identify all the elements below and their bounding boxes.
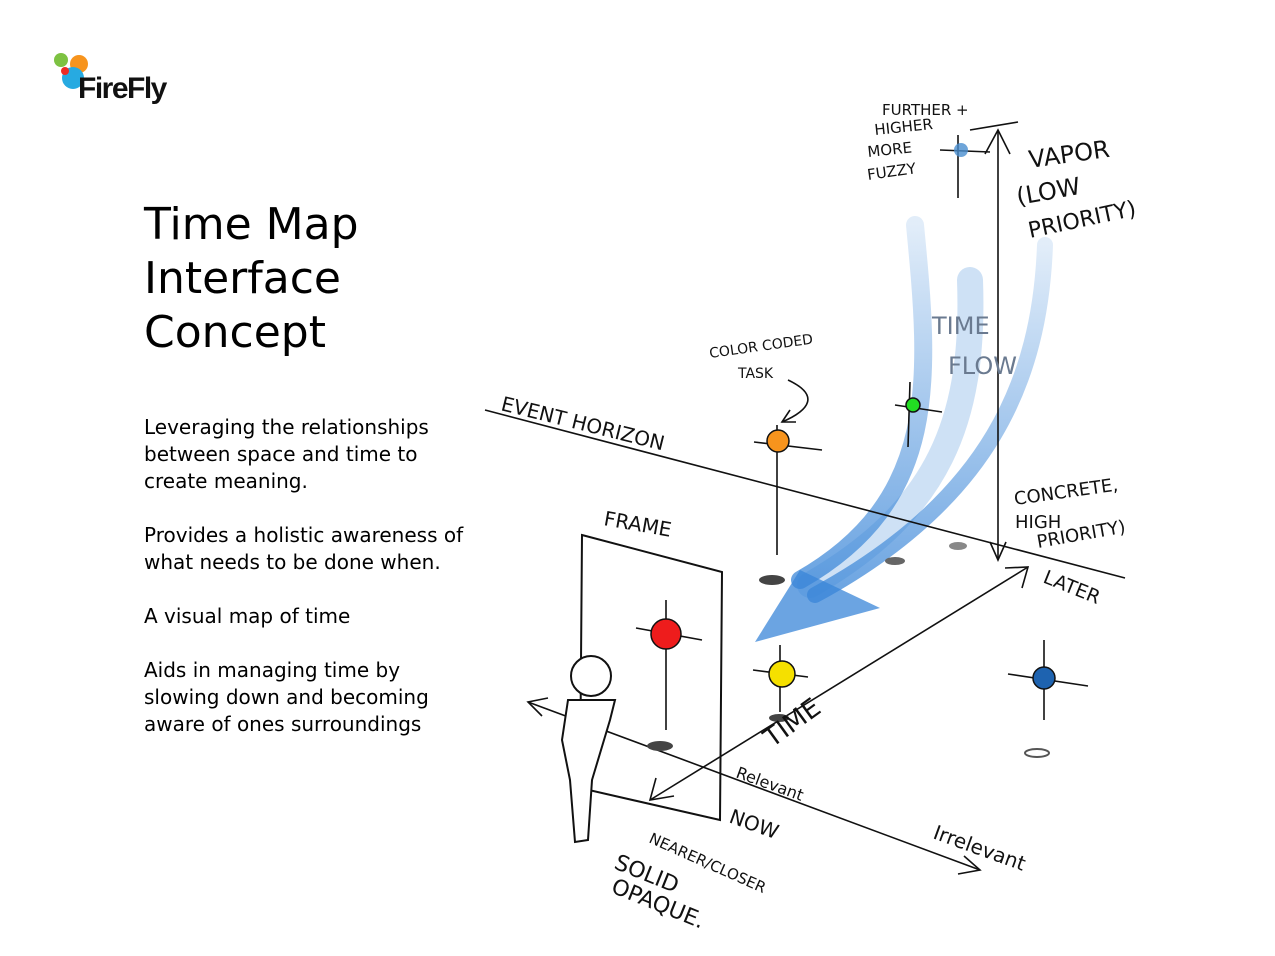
frame-and-person (560, 533, 724, 844)
label-concrete: CONCRETE, (1013, 475, 1120, 510)
vertical-axis-top-arrow (984, 128, 1011, 155)
paragraph-relationships: Leveraging the relationships between spa… (144, 415, 429, 493)
shadow-red (647, 741, 673, 751)
firefly-logo: FireFly (52, 52, 192, 112)
ground-shadows (647, 542, 1050, 758)
title-line-3: Concept (144, 307, 326, 358)
shadow-flow-1 (885, 557, 905, 565)
person-head (570, 655, 612, 697)
label-irrelevant: Irrelevant (930, 820, 1029, 876)
label-color-coded: COLOR CODED (708, 332, 814, 362)
label-relevant: Relevant (734, 763, 806, 805)
label-event-horizon: EVENT HORIZON (499, 392, 667, 456)
label-time-flow-1: TIME (931, 312, 990, 340)
relevance-axis-arrow-left (526, 697, 549, 717)
logo-red-dot (61, 67, 69, 75)
event-horizon-line (484, 409, 1126, 579)
color-coded-arrowhead (780, 409, 796, 423)
time-axis-later-arrow (1004, 566, 1030, 589)
orange-task-dot (766, 429, 790, 453)
shadow-yellow (769, 714, 789, 722)
slide-title: Time Map Interface Concept (144, 198, 464, 360)
paragraph-managing-time: Aids in managing time by slowing down an… (144, 658, 429, 736)
time-axis-now-arrow (648, 777, 675, 801)
fuzzy-task-dot (954, 143, 968, 157)
label-later: LATER (1040, 566, 1103, 609)
label-time-flow-2: FLOW (948, 352, 1017, 380)
slide-body: Leveraging the relationships between spa… (144, 414, 474, 765)
label-task: TASK (737, 366, 774, 382)
shadow-blue (1024, 748, 1050, 758)
time-map-sketch: FURTHER + HIGHER MORE FUZZY VAPOR (LOW P… (484, 101, 1138, 934)
paragraph-visual-map: A visual map of time (144, 604, 351, 628)
label-fuzzy: FUZZY (866, 159, 918, 184)
label-low: (LOW (1014, 172, 1082, 211)
time-flow-swoosh (755, 216, 1053, 642)
person-body (560, 699, 617, 844)
label-high: HIGH (1015, 512, 1061, 533)
title-line-2: Interface (144, 253, 341, 304)
vertical-axis-bottom-arrow (989, 541, 1007, 562)
task-dots (650, 143, 1056, 690)
title-line-1: Time Map (144, 199, 359, 250)
shadow-orange (759, 575, 785, 585)
red-task-dot (650, 618, 682, 650)
vertical-axis-top-tick (969, 121, 1019, 131)
logo-wordmark: FireFly (78, 72, 167, 105)
blue-task-dot (1032, 666, 1056, 690)
yellow-task-dot (768, 660, 796, 688)
axes (484, 121, 1126, 875)
task-markers (635, 135, 1089, 730)
label-frame: FRAME (602, 506, 673, 541)
green-task-dot (905, 397, 921, 413)
color-coded-arrow (781, 379, 809, 423)
paragraph-awareness: Provides a holistic awareness of what ne… (144, 523, 464, 574)
relevance-axis-arrow-right (957, 855, 982, 875)
label-time-axis: TIME (758, 693, 827, 755)
label-now: NOW (726, 804, 782, 844)
label-more: MORE (867, 138, 913, 161)
shadow-flow-2 (949, 542, 967, 550)
label-further: FURTHER + (882, 101, 969, 119)
time-flow-arrowhead (755, 570, 880, 642)
logo-dots-icon (54, 53, 88, 89)
time-axis-line (649, 566, 1029, 801)
logo-green-dot (54, 53, 68, 67)
label-vapor: VAPOR (1027, 135, 1111, 174)
